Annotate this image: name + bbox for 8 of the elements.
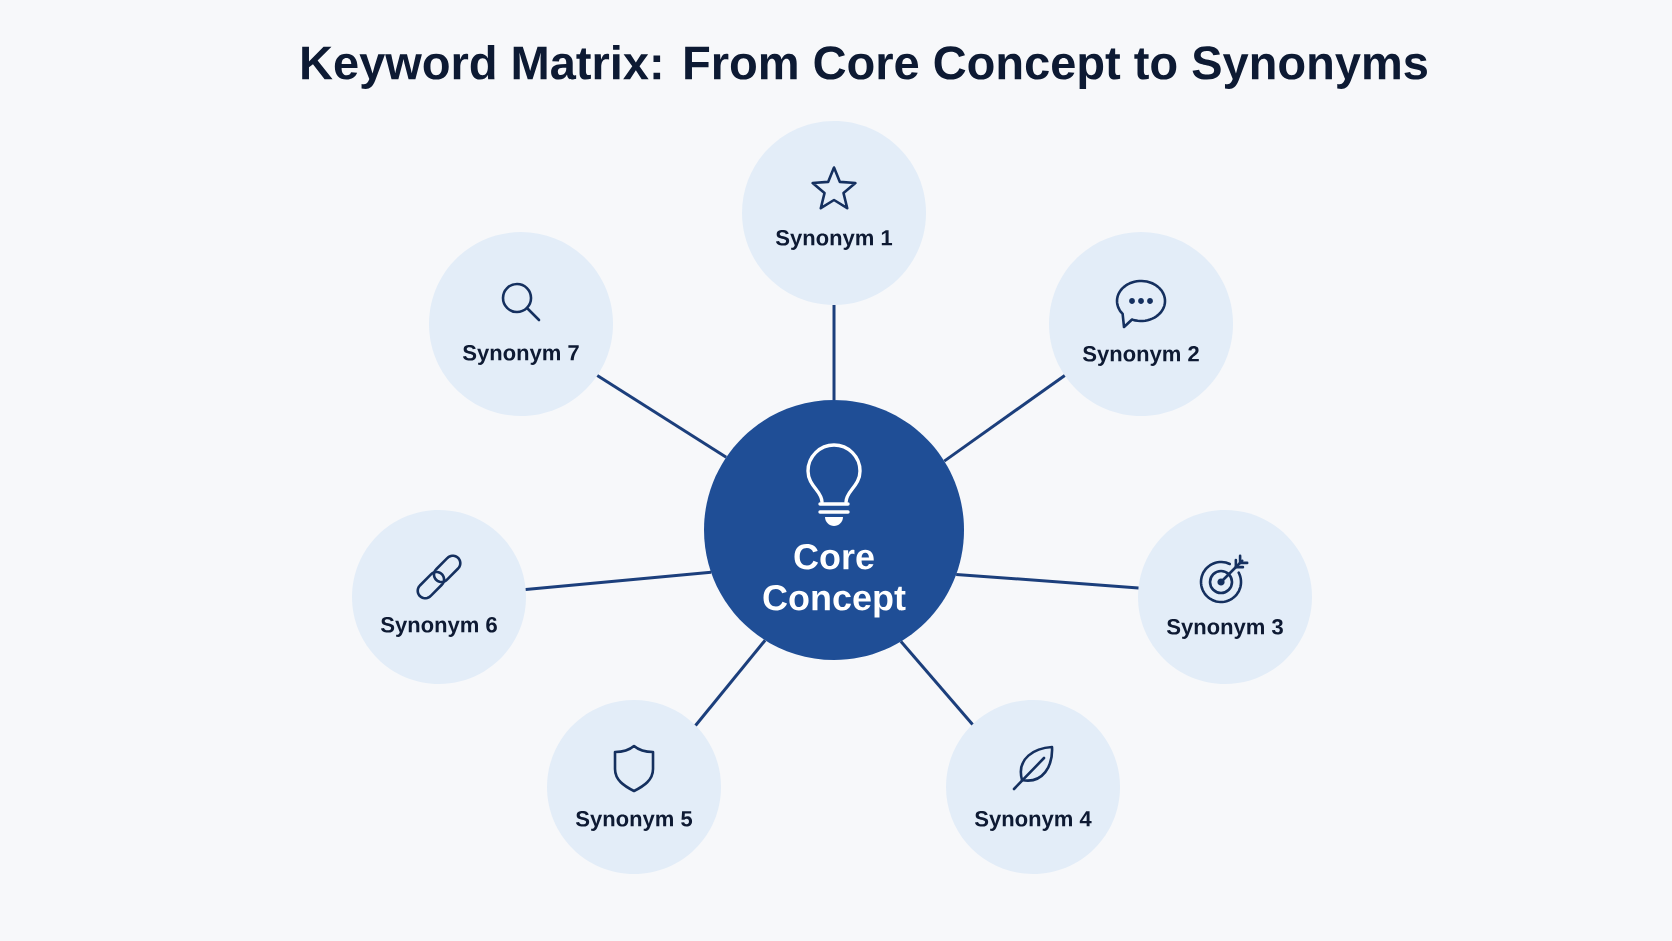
connector-line: [899, 640, 974, 726]
connector-line: [694, 639, 767, 727]
connector-line: [956, 572, 1139, 590]
title: Keyword Matrix: From Core Concept to Synonyms: [302, 45, 1427, 89]
connector-line: [596, 374, 728, 459]
connector-line: [832, 305, 836, 400]
connector-line: [943, 374, 1066, 463]
connector-line: [525, 570, 712, 591]
